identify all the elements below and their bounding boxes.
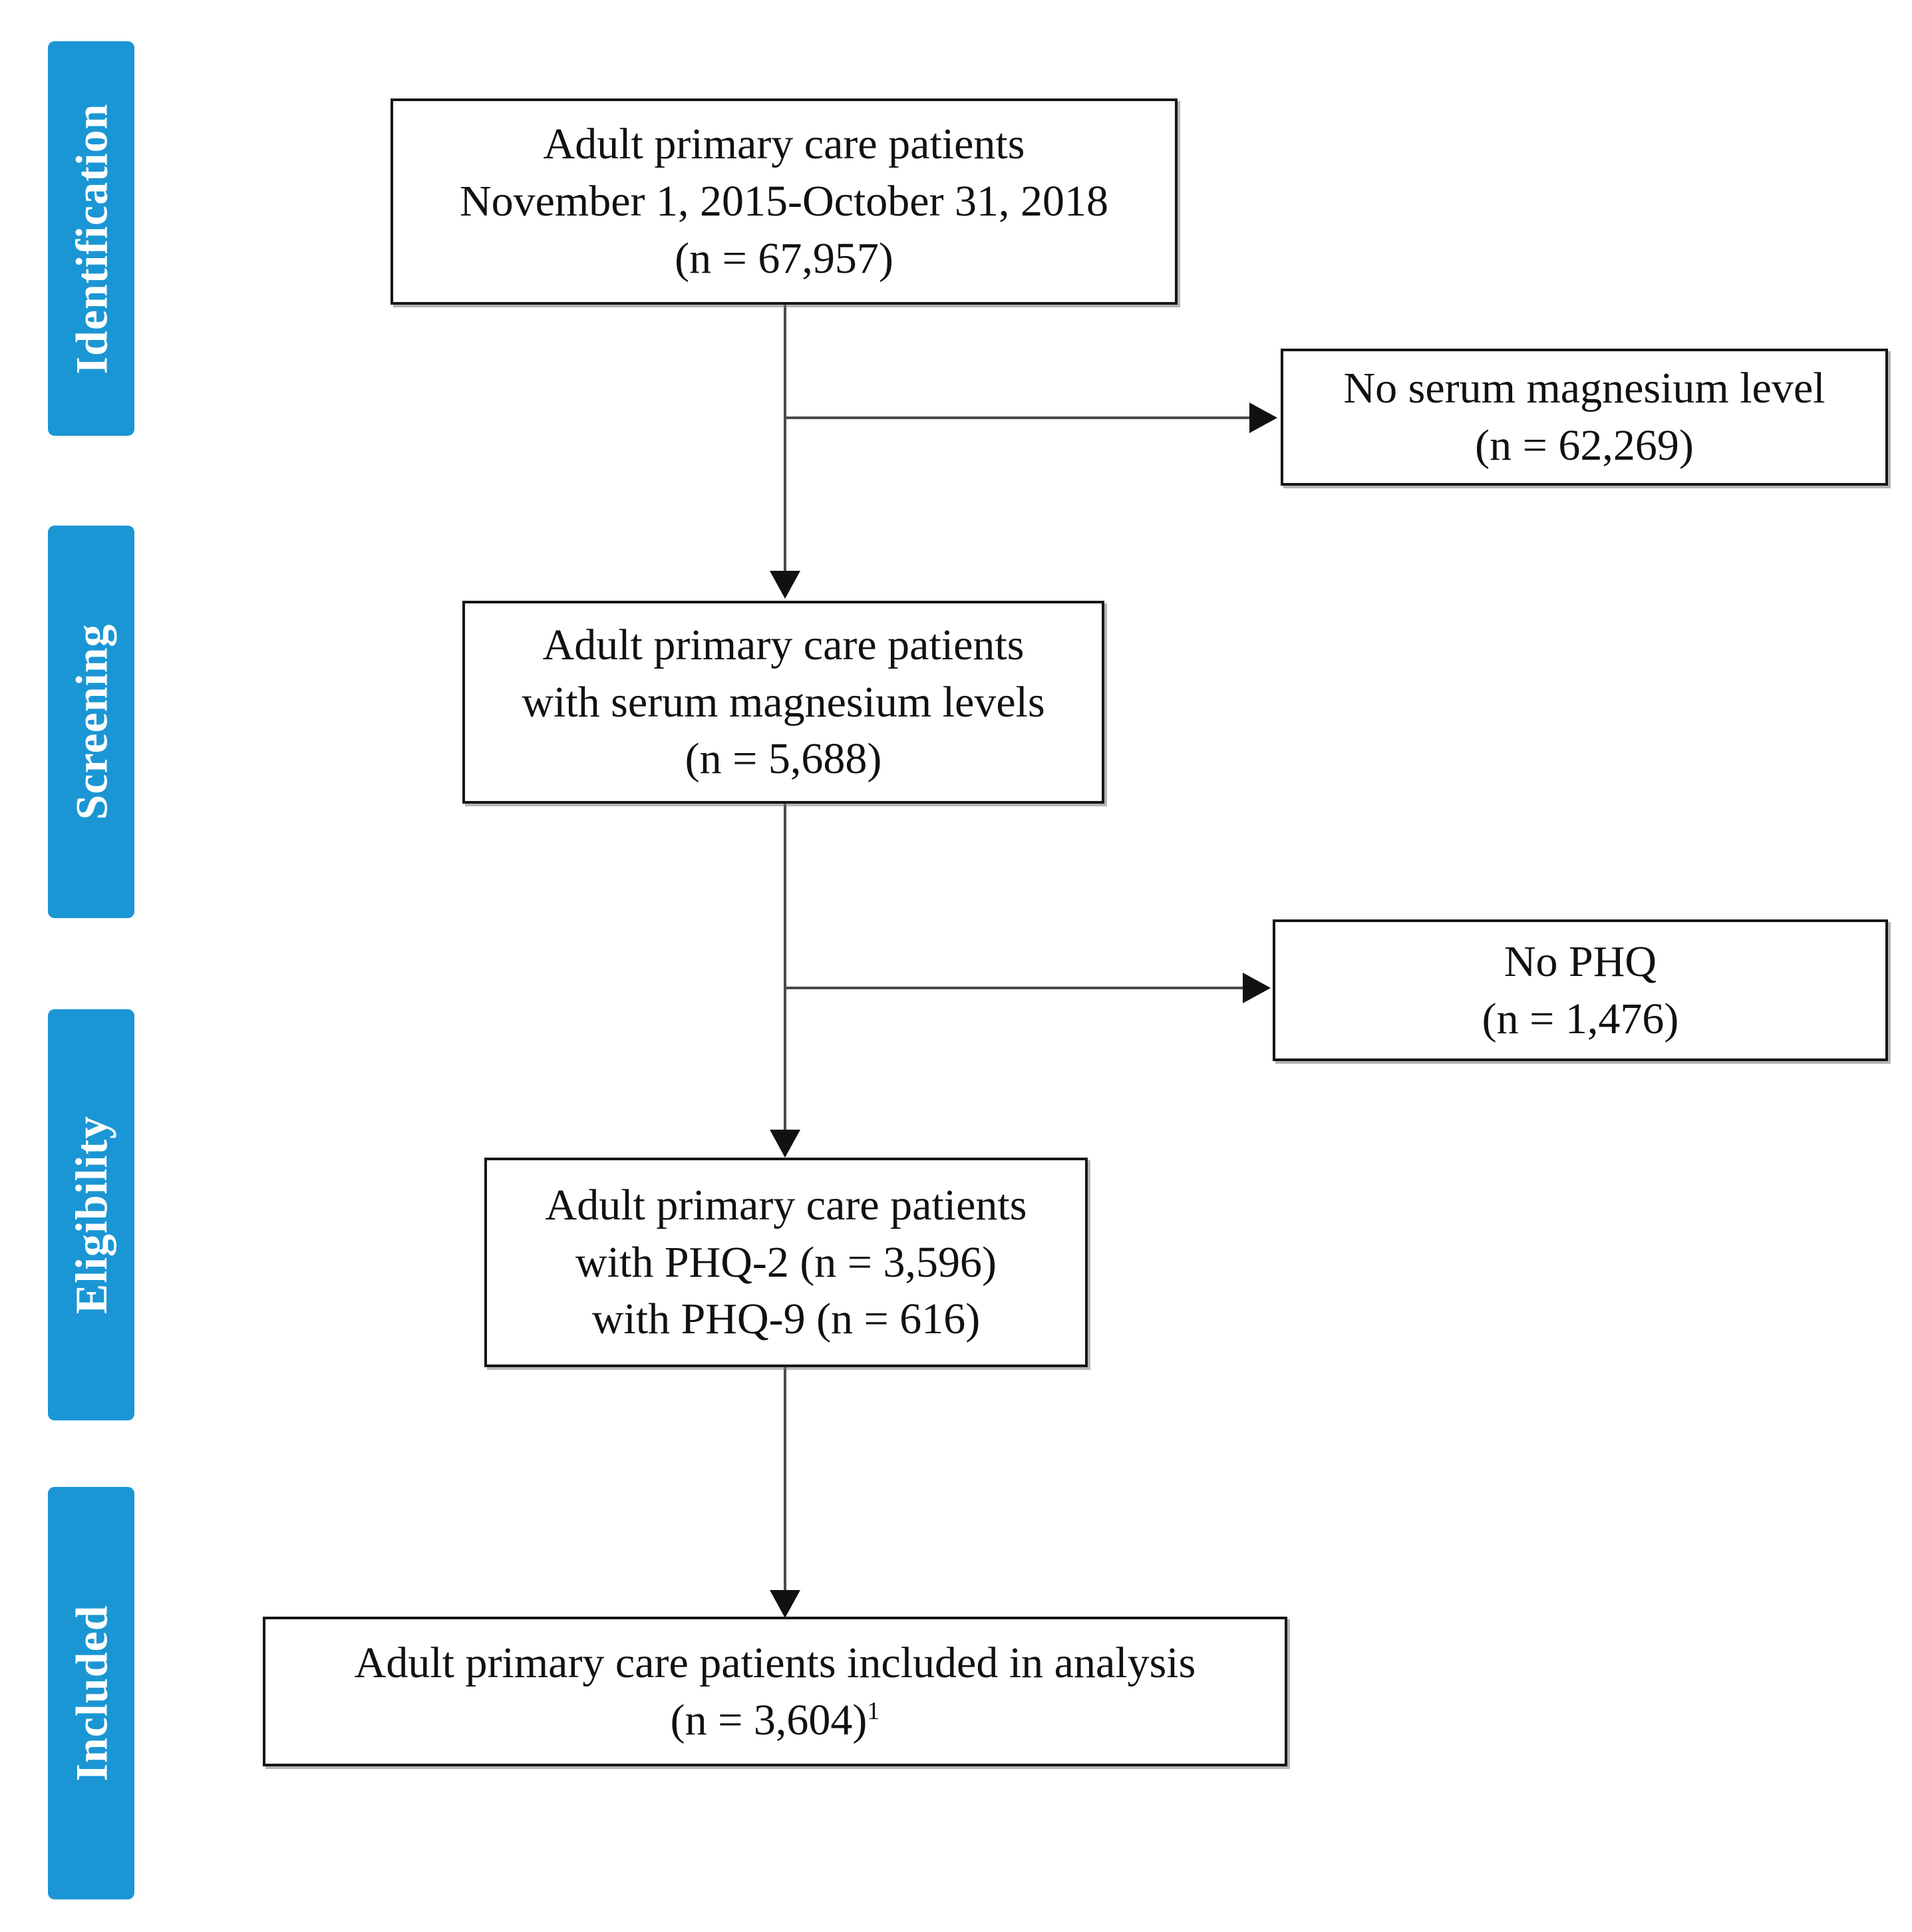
arrowhead-identification-to-exclusion: [1249, 402, 1277, 433]
arrowhead-eligibility-to-included: [770, 1590, 800, 1618]
box-included-footnote-marker: 1: [867, 1696, 880, 1725]
box-identification: Adult primary care patients November 1, …: [391, 98, 1178, 305]
box-identification-line-2: November 1, 2015-October 31, 2018: [459, 177, 1109, 226]
stage-bar-eligibility-label: Eligibility: [66, 1115, 116, 1315]
stage-bar-included-label: Included: [66, 1605, 116, 1782]
connector-screening-to-exclusion: [784, 987, 1243, 989]
box-identification-line-3: (n = 67,957): [675, 234, 893, 283]
stage-bar-included: Included: [48, 1487, 134, 1899]
stage-bar-screening: Screening: [48, 526, 134, 918]
connector-screening-to-eligibility: [784, 804, 786, 1130]
connector-identification-to-exclusion: [784, 416, 1249, 419]
arrowhead-screening-to-exclusion: [1243, 973, 1271, 1003]
box-included-line-2: (n = 3,604)1: [671, 1692, 880, 1749]
box-included-count: (n = 3,604): [670, 1695, 868, 1744]
arrowhead-identification-to-screening: [770, 571, 800, 599]
stage-bar-screening-label: Screening: [66, 623, 117, 820]
box-exclusion-no-phq: No PHQ (n = 1,476): [1273, 919, 1888, 1061]
stage-bar-identification: Identification: [48, 41, 134, 436]
connector-identification-to-screening: [784, 305, 786, 571]
box-exclusion-no-magnesium: No serum magnesium level (n = 62,269): [1281, 349, 1888, 486]
box-identification-line-1: Adult primary care patients: [543, 120, 1025, 169]
box-eligibility-line-3: with PHQ-9 (n = 616): [591, 1295, 981, 1344]
box-screening-line-3: (n = 5,688): [685, 734, 882, 784]
stage-bar-identification-label: Identification: [66, 103, 116, 374]
box-included: Adult primary care patients included in …: [263, 1617, 1287, 1766]
box-screening: Adult primary care patients with serum m…: [462, 601, 1104, 804]
box-exclusion-no-phq-line-1: No PHQ: [1504, 937, 1657, 986]
box-eligibility-line-1: Adult primary care patients: [545, 1180, 1027, 1229]
box-exclusion-no-magnesium-line-1: No serum magnesium level: [1343, 364, 1826, 413]
box-screening-line-2: with serum magnesium levels: [522, 677, 1045, 726]
box-included-line-1: Adult primary care patients included in …: [354, 1638, 1196, 1687]
stage-bar-eligibility: Eligibility: [48, 1009, 134, 1420]
box-exclusion-no-phq-line-2: (n = 1,476): [1482, 994, 1679, 1043]
box-eligibility: Adult primary care patients with PHQ-2 (…: [484, 1158, 1088, 1367]
box-eligibility-line-2: with PHQ-2 (n = 3,596): [575, 1237, 997, 1287]
box-screening-line-1: Adult primary care patients: [542, 620, 1025, 669]
connector-eligibility-to-included: [784, 1367, 786, 1590]
box-exclusion-no-magnesium-line-2: (n = 62,269): [1475, 421, 1694, 470]
arrowhead-screening-to-eligibility: [770, 1130, 800, 1158]
